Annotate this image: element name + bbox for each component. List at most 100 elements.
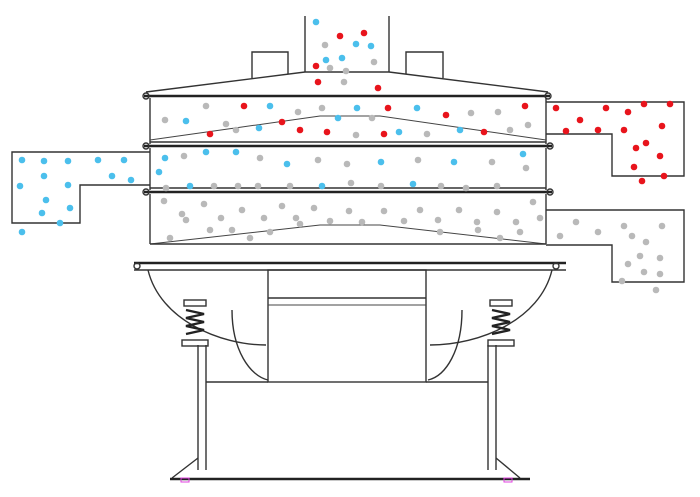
- feed-inlet-pipe: [304, 16, 390, 72]
- particle: [642, 238, 650, 246]
- particle: [256, 154, 264, 162]
- particle: [522, 164, 530, 172]
- particle: [266, 228, 274, 236]
- particle: [18, 156, 26, 164]
- particle: [519, 150, 527, 158]
- particle: [658, 222, 666, 230]
- particle: [347, 179, 355, 187]
- medium-discharge-outlet: [546, 209, 685, 283]
- particle: [367, 42, 375, 50]
- particle: [326, 64, 334, 72]
- particle: [155, 168, 163, 176]
- particle: [576, 116, 584, 124]
- particle: [395, 128, 403, 136]
- particle: [352, 40, 360, 48]
- particle: [310, 204, 318, 212]
- particle: [283, 160, 291, 168]
- particle: [238, 206, 246, 214]
- particle: [474, 226, 482, 234]
- particle: [322, 56, 330, 64]
- particle: [66, 204, 74, 212]
- particle: [18, 228, 26, 236]
- particle: [343, 160, 351, 168]
- particle: [318, 104, 326, 112]
- particle: [278, 118, 286, 126]
- particle: [312, 18, 320, 26]
- particle: [232, 148, 240, 156]
- particle: [64, 157, 72, 165]
- particle: [182, 117, 190, 125]
- particle: [323, 128, 331, 136]
- particle: [480, 128, 488, 136]
- particle: [342, 67, 350, 75]
- particle: [493, 182, 501, 190]
- particle: [624, 260, 632, 268]
- particle: [656, 270, 664, 278]
- particle: [94, 156, 102, 164]
- particle: [234, 182, 242, 190]
- particle: [620, 222, 628, 230]
- particle: [336, 32, 344, 40]
- particle: [294, 108, 302, 116]
- particle: [326, 217, 334, 225]
- particle: [618, 277, 626, 285]
- particle: [42, 196, 50, 204]
- particle: [602, 104, 610, 112]
- particle: [400, 217, 408, 225]
- particle: [260, 214, 268, 222]
- particle: [620, 126, 628, 134]
- particle: [161, 154, 169, 162]
- particle: [380, 130, 388, 138]
- particle: [240, 102, 248, 110]
- particle: [314, 156, 322, 164]
- particle: [524, 121, 532, 129]
- clamp-ring-mid: [142, 142, 554, 150]
- particle: [628, 232, 636, 240]
- particle: [436, 228, 444, 236]
- particle: [108, 172, 116, 180]
- particle: [640, 100, 648, 108]
- particle: [292, 214, 300, 222]
- particle: [180, 152, 188, 160]
- particle: [16, 182, 24, 190]
- particle: [640, 268, 648, 276]
- particle: [210, 182, 218, 190]
- particle: [414, 156, 422, 164]
- particle: [437, 182, 445, 190]
- flange-bolt: [180, 477, 190, 483]
- particle: [529, 198, 537, 206]
- particle: [455, 206, 463, 214]
- particle: [521, 102, 529, 110]
- particle: [161, 116, 169, 124]
- top-vent-right: [405, 51, 444, 78]
- particle: [286, 182, 294, 190]
- particle: [377, 158, 385, 166]
- particle: [496, 234, 504, 242]
- particle: [228, 226, 236, 234]
- particle: [166, 234, 174, 242]
- coarse-discharge-outlet: [546, 101, 685, 177]
- particle: [624, 108, 632, 116]
- particle: [660, 172, 668, 180]
- particle: [217, 214, 225, 222]
- particle: [358, 218, 366, 226]
- particle: [182, 216, 190, 224]
- particle: [572, 218, 580, 226]
- particle: [340, 78, 348, 86]
- particle: [38, 209, 46, 217]
- particle: [296, 126, 304, 134]
- particle: [434, 216, 442, 224]
- particle: [206, 226, 214, 234]
- flange-bolt: [503, 477, 513, 483]
- particle: [442, 111, 450, 119]
- particle: [652, 286, 660, 294]
- particle: [377, 182, 385, 190]
- particle: [202, 148, 210, 156]
- particle: [266, 102, 274, 110]
- particle: [552, 104, 560, 112]
- particle: [456, 126, 464, 134]
- top-vent-left: [251, 51, 289, 78]
- particle: [630, 163, 638, 171]
- particle: [450, 158, 458, 166]
- particle: [40, 172, 48, 180]
